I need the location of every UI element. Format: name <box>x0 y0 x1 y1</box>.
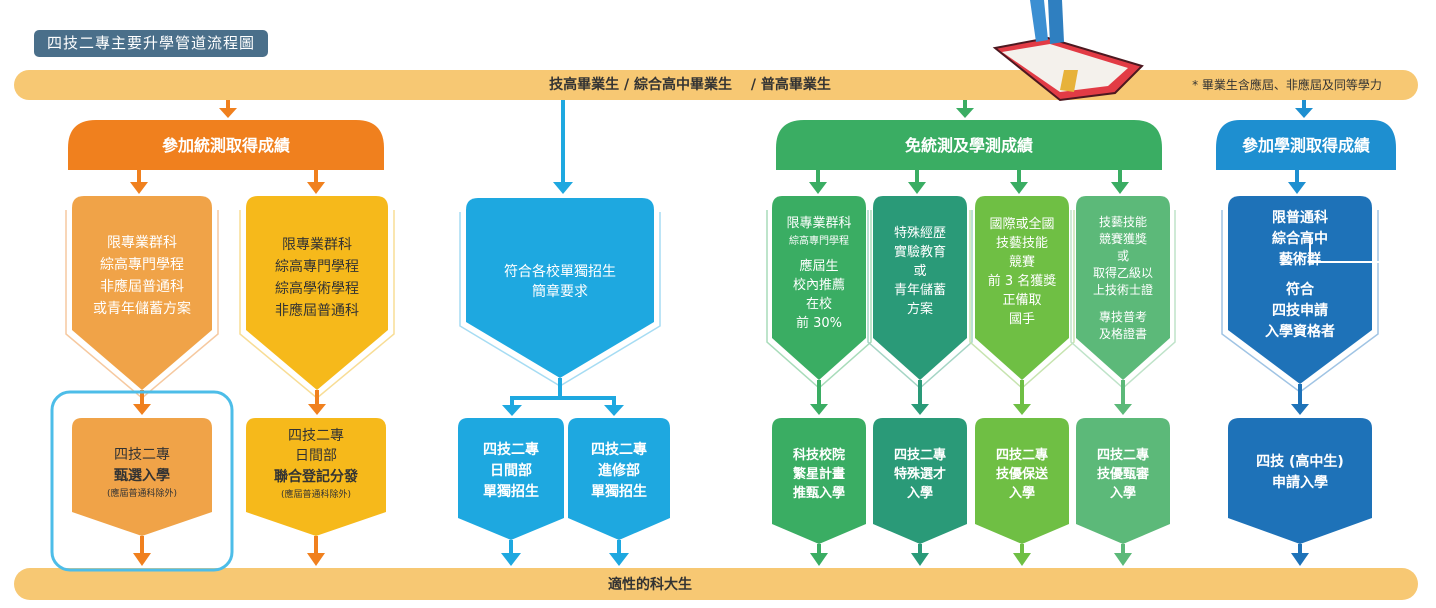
result-shapes <box>72 418 1372 544</box>
result-6: 四技二專 特殊選才 入學 <box>893 448 946 501</box>
group-header-green <box>776 120 1162 170</box>
result-2-line2: 聯合登記分發 <box>274 469 358 485</box>
requirement-text-4b: 綜高專門學程 <box>789 236 849 247</box>
result-5: 科技校院 繁星計畫 推甄入學 <box>792 448 845 501</box>
top-bar-note: * 畢業生含應屆、非應屆及同等學力 <box>1192 78 1382 92</box>
group-header-green-label: 免統測及學測成績 <box>904 136 1033 155</box>
result-8: 四技二專 技優甄審 入學 <box>1096 448 1149 501</box>
requirement-text-2: 限專業群科 綜高專門學程 綜高學術學程 非應屆普通科 <box>275 237 359 319</box>
diagram-title: 四技二專主要升學管道流程圖 <box>34 30 268 57</box>
requirement-text-8: 限普通科 綜合高中 藝術群 <box>1272 210 1328 268</box>
group-header-orange <box>68 120 384 170</box>
result-1-note: (應屆普通科除外) <box>106 489 178 499</box>
result-4: 四技二專 進修部 單獨招生 <box>591 442 647 500</box>
requirement-text-4c: 應屆生 校內推薦 在校 前 30% <box>792 259 845 331</box>
requirement-text-4a: 限專業群科 <box>786 216 852 231</box>
reader-illustration <box>992 0 1144 102</box>
group-header-blue <box>1216 120 1396 170</box>
requirement-text-7a: 技藝技能 競賽獲獎 或 取得乙級以 上技術士證 <box>1092 215 1153 297</box>
requirement-text-7b: 專技普考 及格證書 <box>1098 310 1147 341</box>
requirement-text-3: 符合各校單獨招生 簡章要求 <box>504 264 616 300</box>
result-9: 四技 (高中生) 申請入學 <box>1256 454 1344 491</box>
top-bar-sources: 技高畢業生 / 綜合高中畢業生 / 普高畢業生 <box>549 77 831 93</box>
highlight-frame <box>50 390 234 572</box>
requirement-text-5: 特殊經歷 實驗教育 或 青年儲蓄 方案 <box>893 226 946 317</box>
result-3: 四技二專 日間部 單獨招生 <box>483 442 539 500</box>
bottom-bar <box>14 568 1418 600</box>
arrows-result-to-bottom <box>133 536 1309 566</box>
arrows-top <box>219 100 1313 194</box>
requirement-shapes <box>65 196 1386 399</box>
arrows-box-to-result <box>133 378 1309 416</box>
arrows-header-to-box <box>130 170 1306 194</box>
bottom-bar-label: 適性的科大生 <box>608 577 692 593</box>
group-header-orange-label: 參加統測取得成績 <box>161 136 290 155</box>
requirement-text-1: 限專業群科 綜高專門學程 非應屆普通科 或青年儲蓄方案 <box>93 235 191 317</box>
result-1-line2: 甄選入學 <box>114 468 170 484</box>
requirement-text-6: 國際或全國 技藝技能 競賽 前 3 名獲獎 正備取 國手 <box>987 217 1057 327</box>
result-1-line1: 四技二專 <box>114 447 170 463</box>
requirement-text-9: 符合 四技申請 入學資格者 <box>1265 282 1335 340</box>
result-7: 四技二專 技優保送 入學 <box>995 448 1048 501</box>
result-2-note: (應屆普通科除外) <box>280 490 352 500</box>
result-2-line1: 四技二專 日間部 <box>288 428 344 464</box>
group-header-blue-label: 參加學測取得成績 <box>1241 136 1370 155</box>
